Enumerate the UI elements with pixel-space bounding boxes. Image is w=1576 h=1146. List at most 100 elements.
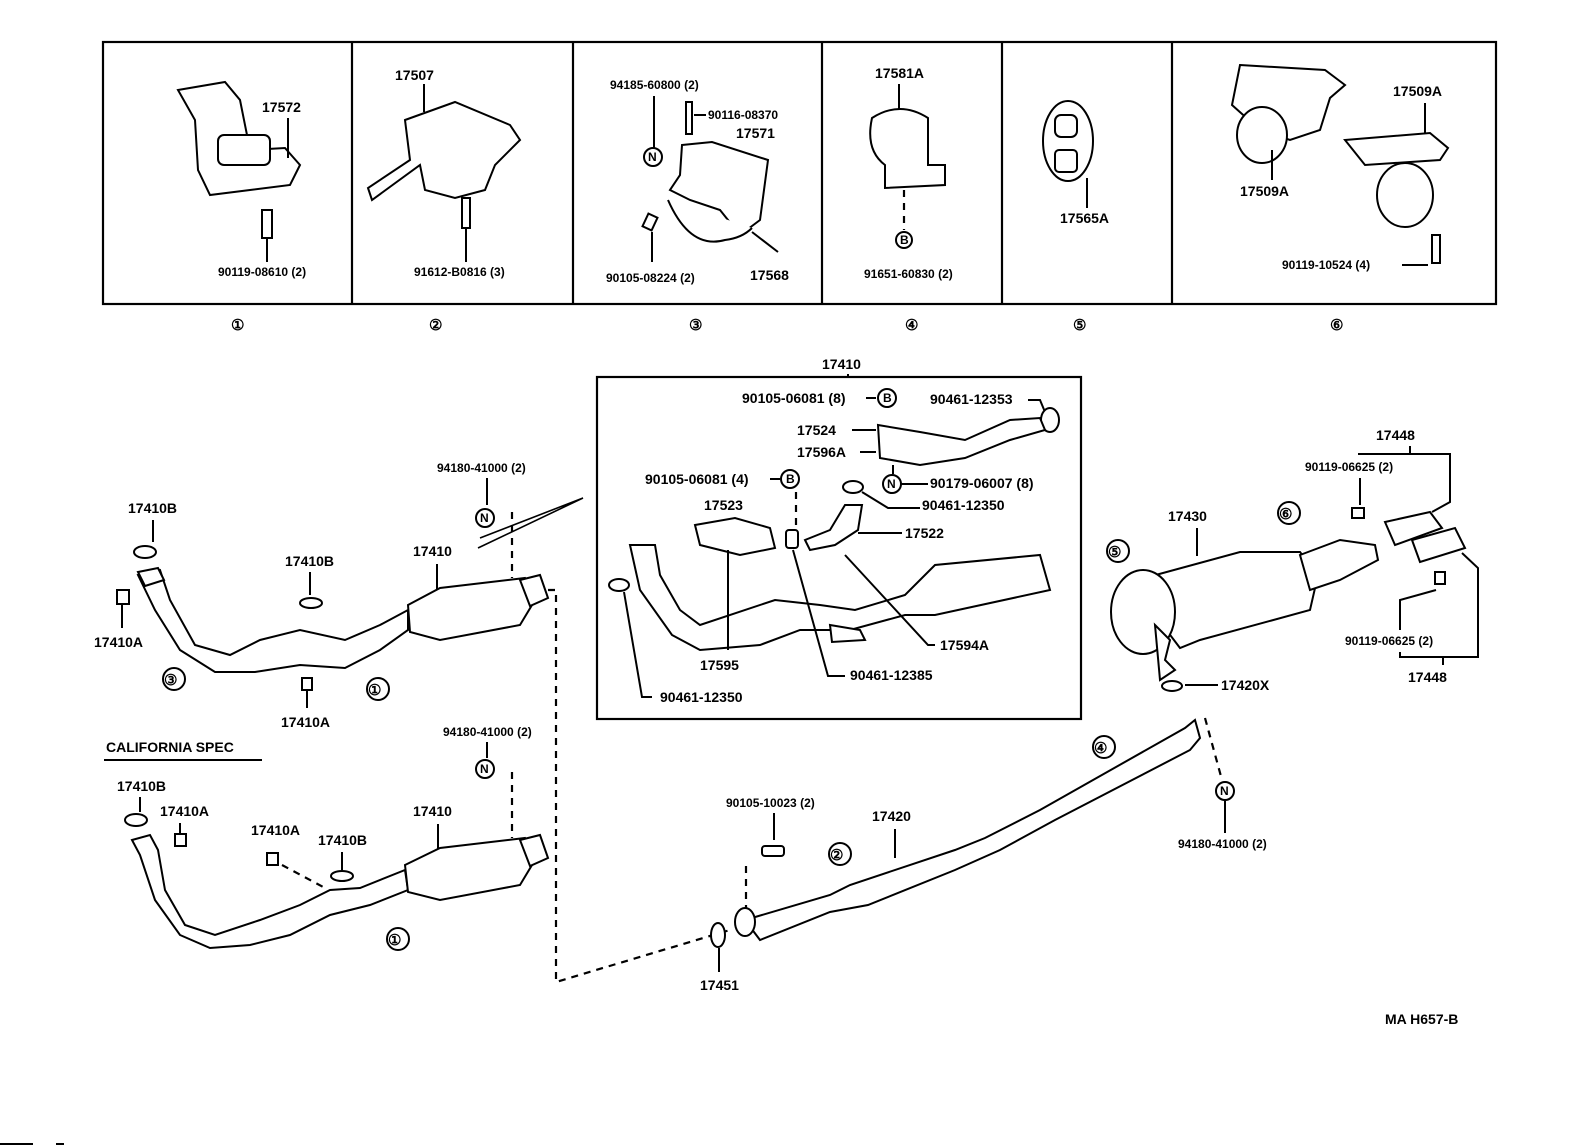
part-label: 17430 <box>1168 508 1207 524</box>
part-label: 90461-12385 <box>850 667 933 683</box>
detail-box: 17410 90105-06081 (8) B 90461-12353 1752… <box>595 356 1083 721</box>
part-label: 17572 <box>262 99 301 115</box>
panel-2: 17507 91612-B0816 (3) <box>366 67 522 279</box>
part-label: 17522 <box>905 525 944 541</box>
front-pipe-group: 17410B 17410A 17410B 17410 94180-41000 (… <box>94 461 584 730</box>
muffler-inlet <box>1153 622 1177 682</box>
callout-circle <box>1106 539 1130 563</box>
nut-icon <box>301 677 313 691</box>
section-note: CALIFORNIA SPEC <box>106 739 234 755</box>
leader-line <box>861 491 920 509</box>
part-label: 17595 <box>700 657 739 673</box>
part-label: 90119-08610 (2) <box>218 265 306 279</box>
hanger-rubber <box>1376 162 1434 228</box>
dashed-connector <box>548 588 731 984</box>
tail-assembly-group: 17430 ⑤ ⑥ 17420X 17448 90119-06625 (2) 9… <box>1106 427 1479 693</box>
panel-index-1: ① <box>231 317 244 334</box>
leader-line <box>623 591 652 698</box>
part-label: 17410A <box>94 634 143 650</box>
part-label: 17448 <box>1376 427 1415 443</box>
part-label: 90461-12350 <box>922 497 1005 513</box>
front-pipe-17410 <box>136 568 409 673</box>
part-label: 90461-12350 <box>660 689 743 705</box>
bolt-icon <box>1431 234 1441 264</box>
hanger-hole <box>1054 149 1078 173</box>
gasket-icon <box>1161 680 1183 692</box>
part-label: 17420 <box>872 808 911 824</box>
rubber-insulator <box>217 134 271 166</box>
part-label: 17523 <box>704 497 743 513</box>
part-label: 90119-10524 (4) <box>1282 258 1370 272</box>
bracket-leader <box>1358 453 1451 513</box>
dashed-leader <box>281 864 326 889</box>
part-label: 90105-06081 (8) <box>742 390 846 406</box>
front-pipe-detail <box>628 544 1052 652</box>
callout-2: ② <box>830 847 843 864</box>
part-label: 17410B <box>128 500 177 516</box>
detail-title: 17410 <box>822 356 861 372</box>
part-label: 94180-41000 (2) <box>437 461 526 475</box>
part-label: 17524 <box>797 422 836 438</box>
part-label: 17509A <box>1240 183 1289 199</box>
part-label: 17565A <box>1060 210 1109 226</box>
leader-line <box>844 554 935 646</box>
front-pipe-17410-california <box>130 833 410 950</box>
muffler-body-17430 <box>1128 551 1320 650</box>
part-label: 17568 <box>750 267 789 283</box>
leader-line <box>792 549 845 677</box>
part-label: 17410A <box>251 822 300 838</box>
b-symbol-text: B <box>900 233 909 247</box>
bolt-icon <box>261 209 273 239</box>
callout-5: ⑤ <box>1108 544 1121 561</box>
panel-index-4: ④ <box>905 317 918 334</box>
panel-5: 17565A <box>1042 100 1109 226</box>
part-label: 17581A <box>875 65 924 81</box>
center-pipe-17420 <box>743 718 1202 942</box>
outlet-flange <box>518 573 550 608</box>
pipe-flange <box>734 907 756 937</box>
part-label: 90179-06007 (8) <box>930 475 1034 491</box>
n-symbol-text: N <box>1220 784 1229 798</box>
tail-pipe <box>1298 538 1380 592</box>
bolt-icon <box>761 845 785 857</box>
heat-insulator-17524 <box>876 416 1047 467</box>
part-label: 17509A <box>1393 83 1442 99</box>
california-pipe-group: CALIFORNIA SPEC 17410B 17410A 17410A 174… <box>104 725 550 951</box>
callout-circle <box>162 667 186 691</box>
exhaust-tip-lower <box>1410 526 1467 564</box>
part-label: 91612-B0816 (3) <box>414 265 505 279</box>
panel-1: 17572 90119-08610 (2) <box>176 80 306 279</box>
panel-3: 94185-60800 (2) N 90116-08370 17571 9010… <box>606 78 789 285</box>
part-label: 90119-06625 (2) <box>1305 460 1393 474</box>
callout-6: ⑥ <box>1279 506 1292 523</box>
callout-1: ① <box>368 682 381 699</box>
dashed-leader <box>1203 717 1224 781</box>
stud-icon <box>685 101 693 135</box>
panel-6: 17509A 17509A 90119-10524 (4) <box>1230 63 1450 272</box>
exhaust-pipe-17522 <box>803 504 864 552</box>
b-symbol-icon <box>877 388 897 408</box>
part-label: 94180-41000 (2) <box>1178 837 1267 851</box>
part-label: 17410B <box>285 553 334 569</box>
part-label: 91651-60830 (2) <box>864 267 953 281</box>
callout-circle <box>1092 735 1116 759</box>
nut-icon <box>266 852 279 866</box>
callout-3: ③ <box>164 672 177 689</box>
part-label: 17507 <box>395 67 434 83</box>
callout-circle <box>366 677 390 701</box>
n-symbol-icon <box>643 147 663 167</box>
b-symbol-text: B <box>786 472 795 486</box>
panel-index-3: ③ <box>689 317 702 334</box>
n-symbol-text: N <box>887 477 896 491</box>
callout-circle <box>828 842 852 866</box>
clamp-17581A <box>869 108 946 190</box>
leader-line <box>1028 399 1046 413</box>
gasket-icon <box>299 597 323 609</box>
gasket-icon <box>608 578 630 592</box>
bolt-icon <box>1434 571 1446 585</box>
panel-index-5: ⑤ <box>1073 317 1086 334</box>
part-label: 90461-12353 <box>930 391 1013 407</box>
hanger-hole <box>1054 114 1078 138</box>
part-label: 90105-08224 (2) <box>606 271 695 285</box>
